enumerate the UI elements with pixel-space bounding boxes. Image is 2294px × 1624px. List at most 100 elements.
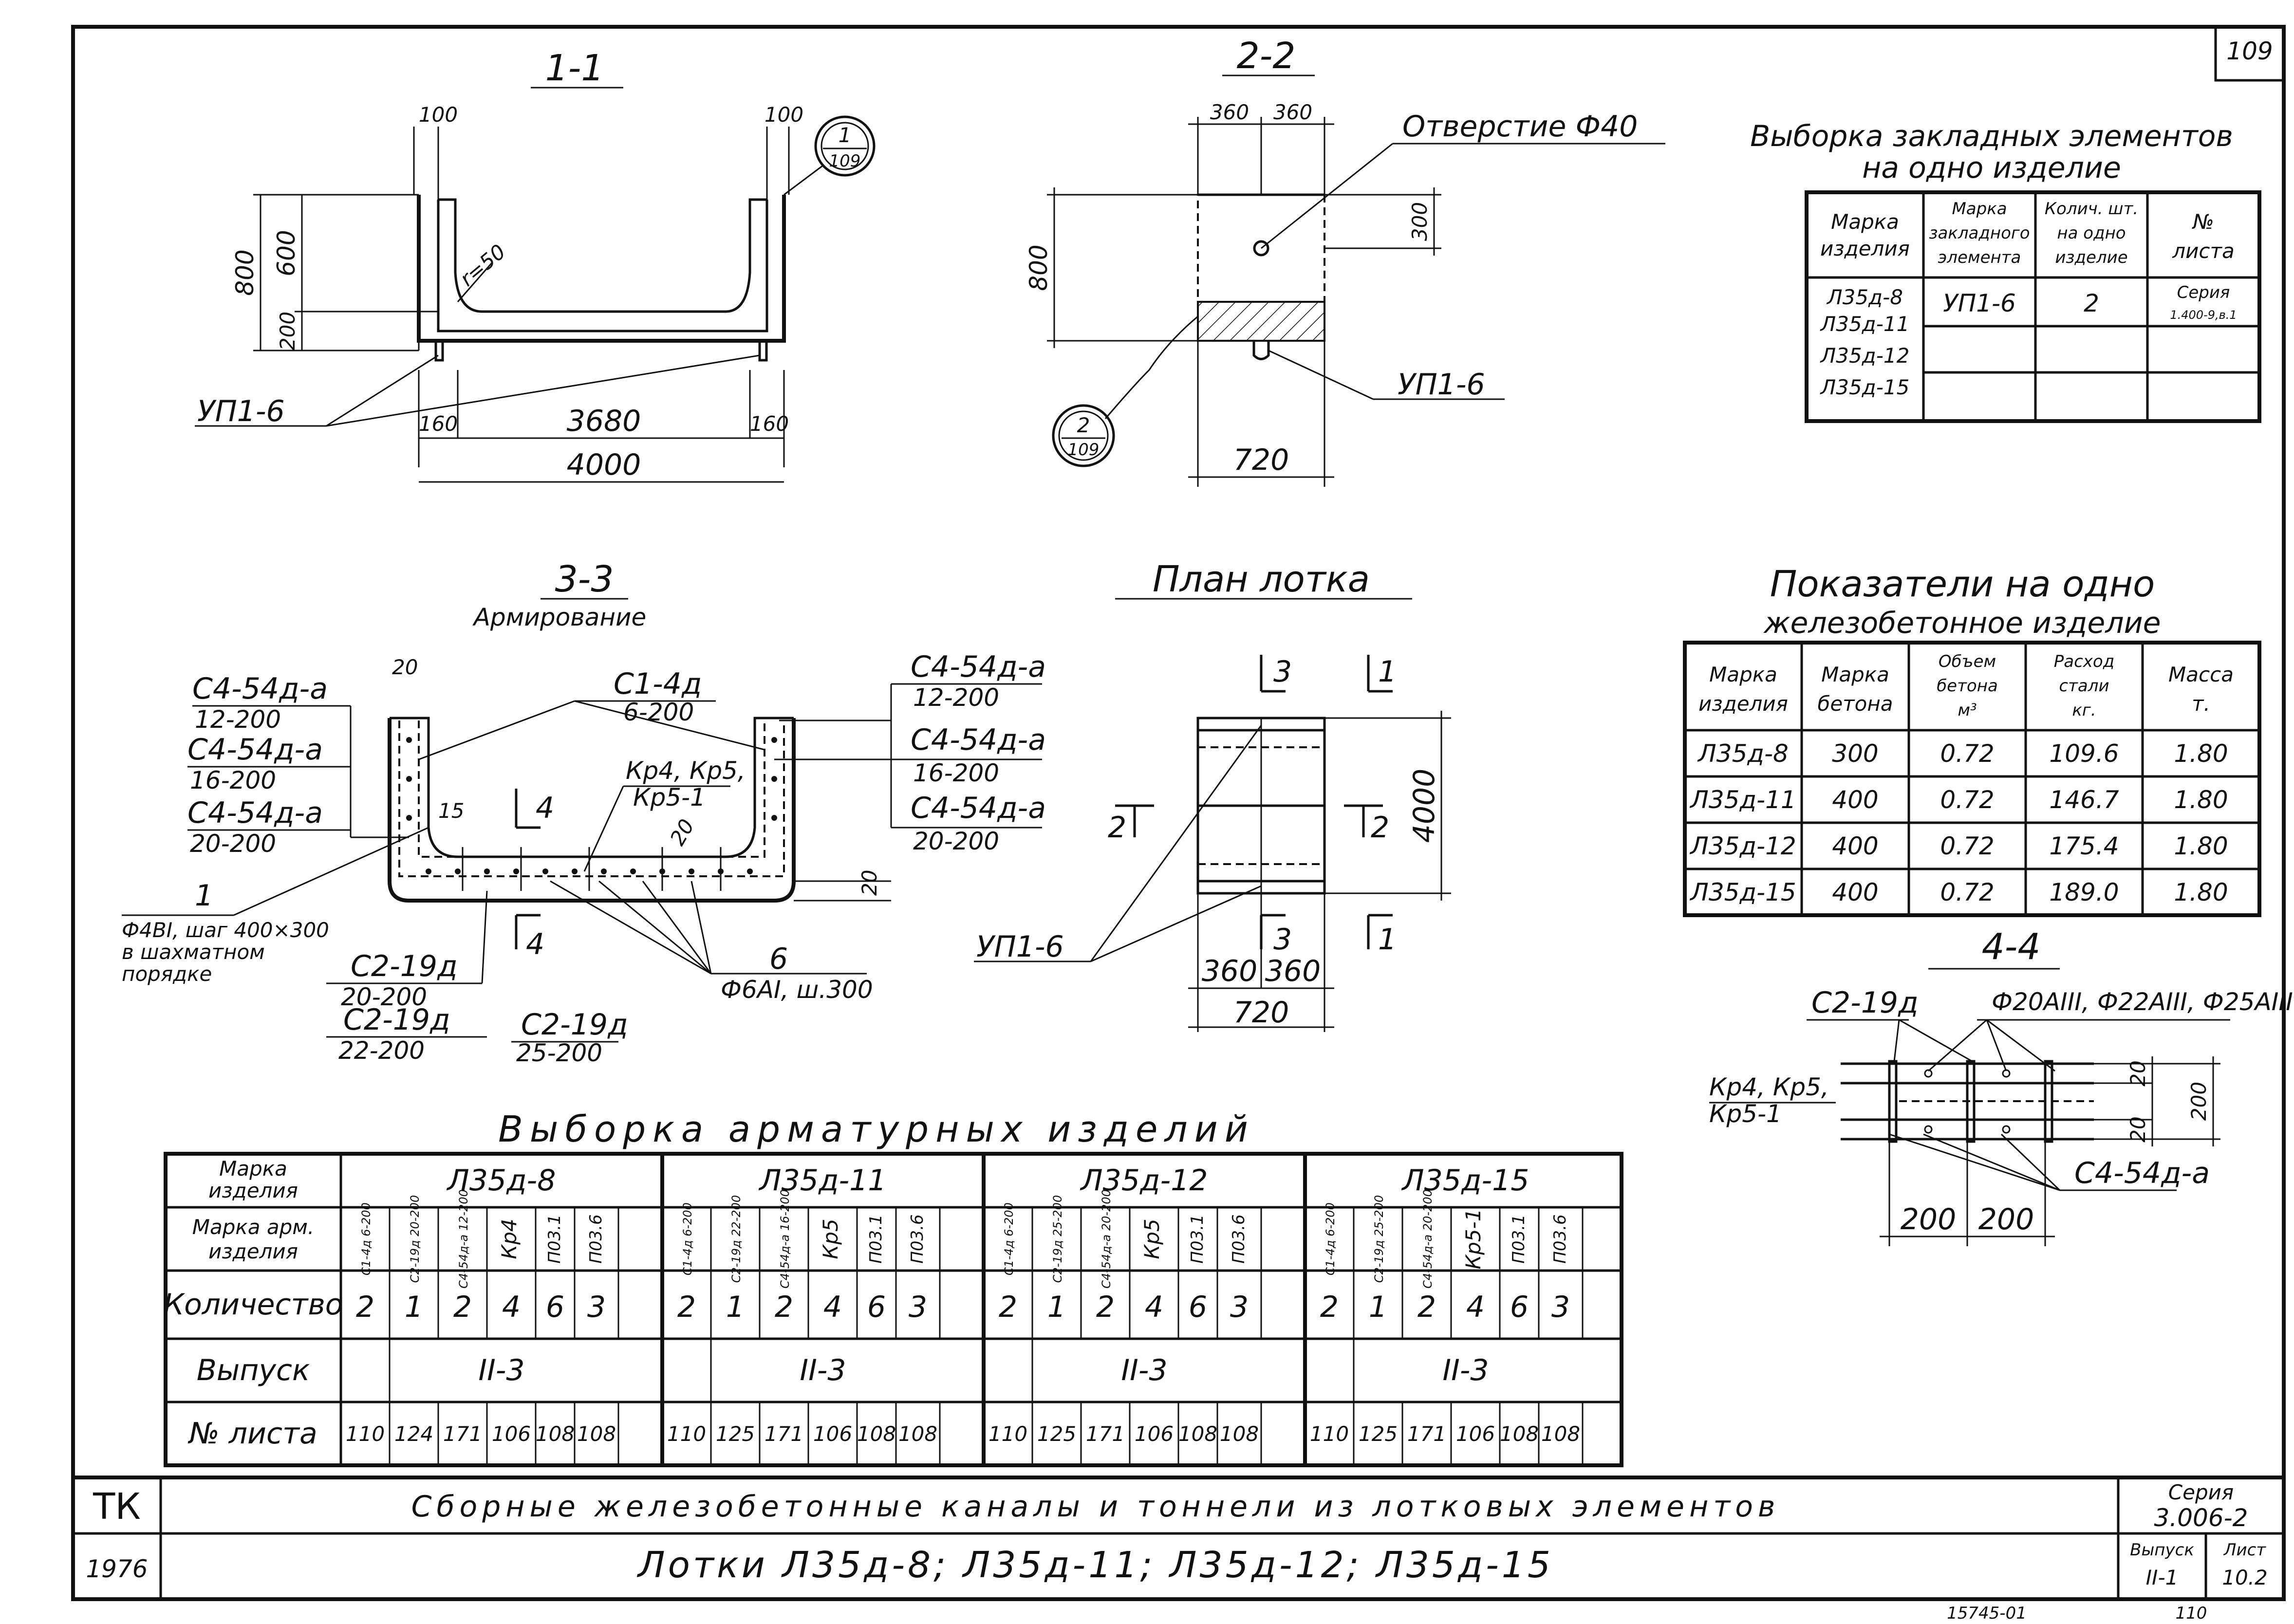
svg-text:171: 171 <box>1407 1422 1446 1446</box>
plan-title: План лотка <box>1153 558 1370 600</box>
svg-text:108: 108 <box>536 1422 575 1446</box>
dim-200-v: 200 <box>2187 1082 2211 1121</box>
svg-text:2: 2 <box>677 1290 696 1324</box>
c1-top: С1-4д <box>614 667 702 701</box>
svg-text:108: 108 <box>1500 1422 1539 1446</box>
hdr-element-a: Марка <box>1952 199 2007 219</box>
svg-text:Л35д-15: Л35д-15 <box>1689 878 1796 906</box>
svg-text:110: 110 <box>988 1422 1027 1446</box>
svg-text:124: 124 <box>394 1422 433 1446</box>
row-label-arm-b: изделия <box>208 1239 298 1263</box>
c2-2-bottom: 22-200 <box>338 1036 425 1065</box>
left-note-3-top: С4-54д-а <box>187 796 323 830</box>
svg-text:171: 171 <box>1086 1422 1125 1446</box>
svg-text:108: 108 <box>898 1422 937 1446</box>
svg-text:П03.6: П03.6 <box>908 1214 927 1263</box>
hdr-concrete-a: Марка <box>1821 663 1889 686</box>
svg-text:С4-54д-а 20-200: С4-54д-а 20-200 <box>1421 1189 1435 1289</box>
section-3-3: 3-3 Армирование С4-54д-а 12-200 С4-54д-а… <box>122 558 1046 1067</box>
group-l35d-15: Л35д-15 С1-4д 6-200 С2-19д 25-200 С4-54д… <box>1310 1163 1580 1446</box>
svg-text:2: 2 <box>1096 1290 1115 1324</box>
up-label: УП1-6 <box>1398 368 1485 402</box>
dim-800: 800 <box>1025 244 1053 291</box>
svg-text:4: 4 <box>823 1290 842 1324</box>
hdr-volume-a: Объем <box>1939 652 1996 671</box>
svg-text:Л35д-11: Л35д-11 <box>1689 786 1796 814</box>
svg-text:0.72: 0.72 <box>1940 832 1994 860</box>
hdr-steel-a: Расход <box>2054 652 2114 671</box>
ind-title-1: Показатели на одно <box>1770 563 2155 605</box>
dim-600: 600 <box>272 230 300 276</box>
dim-160-right: 160 <box>750 412 789 436</box>
sub-columns <box>389 1207 1584 1465</box>
svg-text:П03.1: П03.1 <box>1188 1214 1207 1263</box>
c2-1-top: С2-19д <box>351 949 458 983</box>
sheet-frame <box>71 25 2286 1601</box>
svg-text:П03.6: П03.6 <box>1550 1214 1570 1263</box>
c2-label: С2-19д <box>1811 986 1919 1020</box>
svg-text:110: 110 <box>667 1422 706 1446</box>
note1-line3: порядке <box>122 962 212 986</box>
ind-title-2: железобетонное изделие <box>1763 606 2161 640</box>
issue-label: Выпуск <box>2130 1540 2194 1560</box>
svg-text:П03.1: П03.1 <box>866 1214 886 1263</box>
svg-text:Кр4: Кр4 <box>497 1218 521 1259</box>
product-2: Л35д-11 <box>1820 312 1910 336</box>
dim-20-b: 20 <box>665 815 699 849</box>
rebar-title: Выборка арматурных изделий <box>498 1108 1255 1150</box>
svg-text:3: 3 <box>1551 1290 1570 1324</box>
row-label-issue: Выпуск <box>197 1353 310 1387</box>
hdr-qty-b: на одно <box>2057 223 2126 243</box>
table-title-1: Выборка закладных элементов <box>1750 119 2233 153</box>
hole-label: Отверстие Ф40 <box>1402 110 1638 144</box>
table-title-2: на одно изделие <box>1862 151 2121 185</box>
svg-text:400: 400 <box>1832 832 1878 860</box>
row-label-product-a: Марка <box>219 1157 287 1181</box>
svg-text:П03.1: П03.1 <box>545 1214 564 1263</box>
callout-top: 1 <box>839 123 852 147</box>
hdr-concrete-b: бетона <box>1817 692 1893 716</box>
c2-3-top: С2-19д <box>521 1008 628 1042</box>
right-note-1-bottom: 12-200 <box>913 683 999 712</box>
svg-text:1.80: 1.80 <box>2174 832 2228 860</box>
series-value: 3.006-2 <box>2154 1504 2248 1532</box>
svg-text:106: 106 <box>1456 1422 1495 1446</box>
group-l35d-12: Л35д-12 С1-4д 6-200 С2-19д 25-200 С4-54д… <box>988 1163 1259 1446</box>
hdr-mass-a: Масса <box>2168 663 2234 686</box>
svg-text:108: 108 <box>1220 1422 1259 1446</box>
c2-3-bottom: 25-200 <box>516 1039 602 1067</box>
sheet-value-b: 1.400-9,в.1 <box>2170 308 2237 322</box>
row-label-sheet: № листа <box>187 1417 317 1451</box>
dim-300: 300 <box>1408 202 1432 241</box>
right-note-3-bottom: 20-200 <box>913 827 999 855</box>
svg-text:108: 108 <box>857 1422 896 1446</box>
hdr-mass-b: т. <box>2192 692 2210 716</box>
left-note-2-top: С4-54д-а <box>187 733 323 767</box>
svg-text:108: 108 <box>1178 1422 1217 1446</box>
right-note-2-bottom: 16-200 <box>913 759 999 787</box>
svg-text:Кр5-1: Кр5-1 <box>1461 1208 1485 1269</box>
svg-text:С4-54д-а 20-200: С4-54д-а 20-200 <box>1100 1189 1113 1289</box>
svg-text:1: 1 <box>1369 1290 1387 1324</box>
dim-800: 800 <box>231 249 259 295</box>
footer-code: 15745-01 <box>1947 1604 2027 1623</box>
hdr-product-a: Марка <box>1831 210 1899 234</box>
svg-text:400: 400 <box>1832 786 1878 814</box>
svg-text:171: 171 <box>765 1422 803 1446</box>
up-label: УП1-6 <box>976 930 1064 964</box>
table-row: Л35д-12 400 0.72 175.4 1.80 <box>1689 832 2228 860</box>
svg-text:С4-54д-а 12-200: С4-54д-а 12-200 <box>457 1189 470 1289</box>
svg-text:С1-4д 6-200: С1-4д 6-200 <box>1324 1202 1337 1275</box>
product-3: Л35д-12 <box>1820 344 1910 368</box>
footer-page: 110 <box>2176 1604 2207 1623</box>
group-l35d-11: Л35д-11 С1-4д 6-200 С2-19д 22-200 С4-54д… <box>667 1163 937 1446</box>
group-name: Л35д-11 <box>759 1163 887 1198</box>
mark-4-top: 4 <box>536 791 554 825</box>
svg-text:2: 2 <box>999 1290 1017 1324</box>
svg-text:П03.6: П03.6 <box>1229 1214 1249 1263</box>
table-row: Л35д-15 400 0.72 189.0 1.80 <box>1689 878 2228 906</box>
mark-1-bottom: 1 <box>1378 923 1397 957</box>
title-line1: Сборные железобетонные каналы и тоннели … <box>411 1490 1780 1524</box>
dim-720: 720 <box>1233 443 1289 477</box>
svg-text:300: 300 <box>1832 739 1878 768</box>
